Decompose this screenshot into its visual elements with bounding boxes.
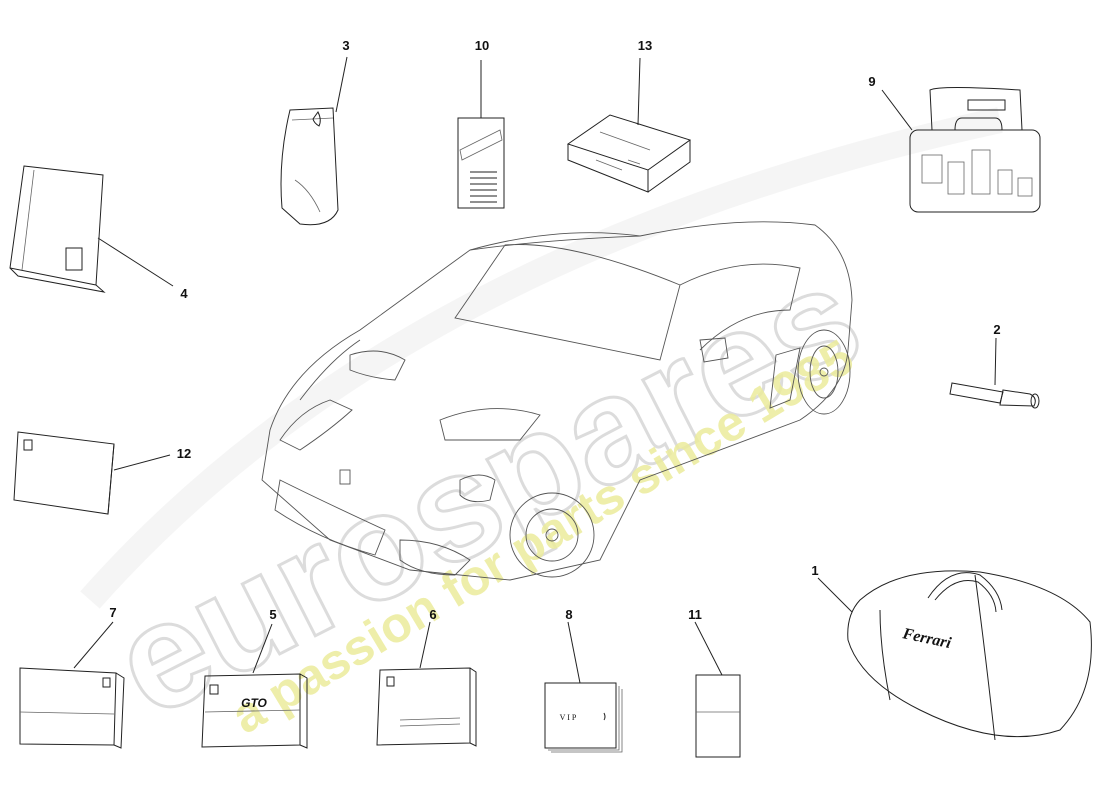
callout-5: 5 [269, 607, 276, 622]
callout-6: 6 [429, 607, 436, 622]
part-10-leaflet[interactable]: 10 [457, 38, 505, 209]
callout-12: 12 [177, 446, 191, 461]
callout-13: 13 [638, 38, 652, 53]
part-3-document-pouch[interactable]: 3 [280, 38, 350, 226]
part-9-tool-case[interactable]: 9 [868, 74, 1041, 213]
part-7-booklet[interactable]: 7 [19, 605, 125, 749]
callout-2: 2 [993, 322, 1000, 337]
callout-7: 7 [109, 605, 116, 620]
part-1-car-cover-bag[interactable]: Ferrari 1 [811, 563, 1092, 741]
callout-9: 9 [868, 74, 875, 89]
vip-text: V I P [560, 713, 577, 722]
part-2-flashlight[interactable]: 2 [949, 322, 1040, 409]
callout-4: 4 [180, 286, 188, 301]
part-13-boxed-book[interactable]: 13 [566, 38, 692, 193]
gto-logo-text: GTO [241, 696, 267, 710]
part-8-vip-booklet[interactable]: V I P 8 [544, 607, 623, 753]
part-12-booklet[interactable]: 12 [13, 431, 191, 515]
part-11-folded-leaflet[interactable]: 11 [688, 607, 741, 758]
part-6-booklet[interactable]: 6 [376, 607, 477, 747]
callout-8: 8 [565, 607, 572, 622]
bag-brand-text: Ferrari [900, 625, 953, 652]
callout-1: 1 [811, 563, 818, 578]
part-4-owners-folder[interactable]: 4 [9, 165, 188, 301]
callout-11: 11 [688, 607, 702, 622]
watermark: eurospares a passion for parts since 198… [80, 107, 1003, 750]
callout-3: 3 [342, 38, 349, 53]
callout-10: 10 [475, 38, 489, 53]
car-illustration [261, 221, 853, 581]
part-5-gto-manual[interactable]: GTO 5 [201, 607, 308, 749]
watermark-swoosh [80, 107, 1003, 609]
